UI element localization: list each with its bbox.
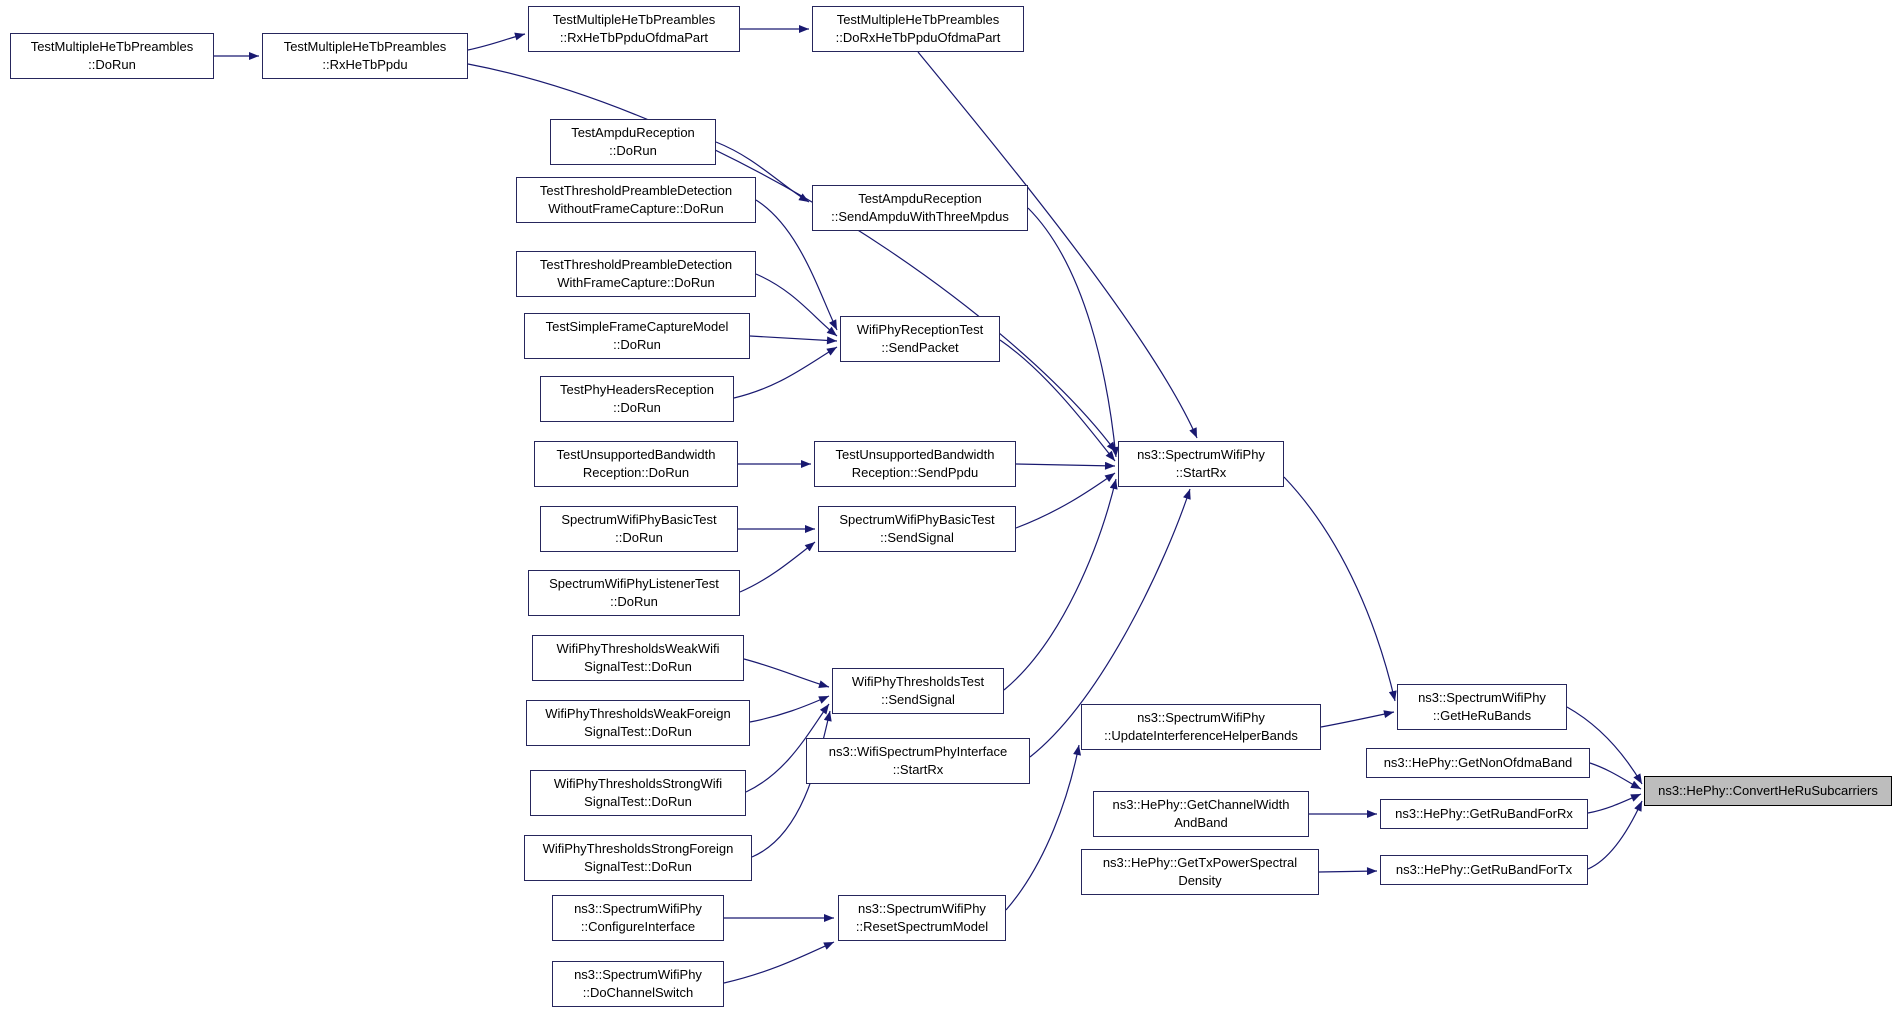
edge-gettxpowerspectraldensity-to-getrubandfortx (1318, 867, 1378, 876)
node-test-unsupported-bandwidth-reception-do-run[interactable]: TestUnsupportedBandwidth Reception::DoRu… (534, 441, 738, 487)
node-test-multiple-he-tb-preambles-rx-he-tb-ppdu-ofdma-part[interactable]: TestMultipleHeTbPreambles ::RxHeTbPpduOf… (528, 6, 740, 52)
edge-weakforeign-dorun-to-thresholds-sendsignal (749, 695, 830, 723)
node-test-multiple-he-tb-preambles-rx-he-tb-ppdu[interactable]: TestMultipleHeTbPreambles ::RxHeTbPpdu (262, 33, 468, 79)
edge-sendpacket-to-spectrumwifiphy-startrx (999, 339, 1116, 462)
node-spectrum-wifi-phy-do-channel-switch[interactable]: ns3::SpectrumWifiPhy ::DoChannelSwitch (552, 961, 724, 1007)
edge-dochannelswitch-to-resetspectrummodel (723, 941, 835, 984)
node-spectrum-wifi-phy-configure-interface[interactable]: ns3::SpectrumWifiPhy ::ConfigureInterfac… (552, 895, 724, 941)
edge-updateinterferencehelperbands-to-getherubands (1320, 710, 1395, 728)
node-wifi-phy-thresholds-weak-foreign-signal-test-do-run[interactable]: WifiPhyThresholdsWeakForeign SignalTest:… (526, 700, 750, 746)
edge-strongforeign-dorun-to-thresholds-sendsignal (751, 710, 832, 858)
edge-threshold-withfc-dorun-to-sendpacket (755, 273, 838, 337)
edge-getrubandfortx-to-convertherusubcarriers (1587, 800, 1643, 870)
node-test-unsupported-bandwidth-reception-send-ppdu[interactable]: TestUnsupportedBandwidth Reception::Send… (814, 441, 1016, 487)
node-test-phy-headers-reception-do-run[interactable]: TestPhyHeadersReception ::DoRun (540, 376, 734, 422)
node-test-simple-frame-capture-model-do-run[interactable]: TestSimpleFrameCaptureModel ::DoRun (524, 313, 750, 359)
edge-rxhetbppdu-to-rxhetbppduofdmapart (467, 32, 526, 51)
node-spectrum-wifi-phy-start-rx[interactable]: ns3::SpectrumWifiPhy ::StartRx (1118, 441, 1284, 487)
node-he-phy-get-ru-band-for-rx[interactable]: ns3::HePhy::GetRuBandForRx (1380, 799, 1588, 829)
node-he-phy-convert-he-ru-subcarriers: ns3::HePhy::ConvertHeRuSubcarriers (1644, 776, 1892, 806)
node-wifi-spectrum-phy-interface-start-rx[interactable]: ns3::WifiSpectrumPhyInterface ::StartRx (806, 738, 1030, 784)
edge-sendppdu-to-spectrumwifiphy-startrx (1015, 461, 1116, 470)
edge-listenertest-dorun-to-sendsignal (739, 541, 816, 593)
node-wifi-phy-thresholds-strong-wifi-signal-test-do-run[interactable]: WifiPhyThresholdsStrongWifi SignalTest::… (530, 770, 746, 816)
node-wifi-phy-thresholds-weak-wifi-signal-test-do-run[interactable]: WifiPhyThresholdsWeakWifi SignalTest::Do… (532, 635, 744, 681)
node-he-phy-get-ru-band-for-tx[interactable]: ns3::HePhy::GetRuBandForTx (1380, 855, 1588, 885)
node-test-multiple-he-tb-preambles-do-run[interactable]: TestMultipleHeTbPreambles ::DoRun (10, 33, 214, 79)
node-wifi-phy-reception-test-send-packet[interactable]: WifiPhyReceptionTest ::SendPacket (840, 316, 1000, 362)
node-test-ampdu-reception-send-ampdu-with-three-mpdus[interactable]: TestAmpduReception ::SendAmpduWithThreeM… (812, 185, 1028, 231)
node-spectrum-wifi-phy-basic-test-send-signal[interactable]: SpectrumWifiPhyBasicTest ::SendSignal (818, 506, 1016, 552)
edge-thresholds-sendsignal-to-spectrumwifiphy-startrx (1003, 478, 1118, 691)
node-test-threshold-preamble-detection-without-frame-capture-do-run[interactable]: TestThresholdPreambleDetection WithoutFr… (516, 177, 756, 223)
edge-dorxhetbppduofdmapart-to-spectrumwifiphy-startrx (917, 51, 1198, 439)
node-wifi-phy-thresholds-test-send-signal[interactable]: WifiPhyThresholdsTest ::SendSignal (832, 668, 1004, 714)
edge-weakwifi-dorun-to-thresholds-sendsignal (743, 658, 830, 688)
node-spectrum-wifi-phy-update-interference-helper-bands[interactable]: ns3::SpectrumWifiPhy ::UpdateInterferenc… (1081, 704, 1321, 750)
edge-sendampdu-to-spectrumwifiphy-startrx (1027, 207, 1119, 458)
node-he-phy-get-channel-width-and-band[interactable]: ns3::HePhy::GetChannelWidth AndBand (1093, 791, 1309, 837)
node-test-ampdu-reception-do-run[interactable]: TestAmpduReception ::DoRun (550, 119, 716, 165)
node-he-phy-get-non-ofdma-band[interactable]: ns3::HePhy::GetNonOfdmaBand (1366, 748, 1590, 778)
node-test-multiple-he-tb-preambles-do-rx-he-tb-ppdu-ofdma-part[interactable]: TestMultipleHeTbPreambles ::DoRxHeTbPpdu… (812, 6, 1024, 52)
edge-getnonofdmaband-to-convertherusubcarriers (1589, 762, 1642, 790)
edge-basictest-sendsignal-to-spectrumwifiphy-startrx (1015, 472, 1116, 529)
node-spectrum-wifi-phy-reset-spectrum-model[interactable]: ns3::SpectrumWifiPhy ::ResetSpectrumMode… (838, 895, 1006, 941)
node-test-threshold-preamble-detection-with-frame-capture-do-run[interactable]: TestThresholdPreambleDetection WithFrame… (516, 251, 756, 297)
edge-simpleframecapture-dorun-to-sendpacket (749, 335, 838, 345)
edge-spectrumwifiphy-startrx-to-getherubands (1283, 476, 1397, 702)
node-wifi-phy-thresholds-strong-foreign-signal-test-do-run[interactable]: WifiPhyThresholdsStrongForeign SignalTes… (524, 835, 752, 881)
node-spectrum-wifi-phy-get-he-ru-bands[interactable]: ns3::SpectrumWifiPhy ::GetHeRuBands (1397, 684, 1567, 730)
node-spectrum-wifi-phy-basic-test-do-run[interactable]: SpectrumWifiPhyBasicTest ::DoRun (540, 506, 738, 552)
edge-getrubandforrx-to-convertherusubcarriers (1587, 793, 1642, 814)
node-spectrum-wifi-phy-listener-test-do-run[interactable]: SpectrumWifiPhyListenerTest ::DoRun (528, 570, 740, 616)
node-he-phy-get-tx-power-spectral-density[interactable]: ns3::HePhy::GetTxPowerSpectral Density (1081, 849, 1319, 895)
